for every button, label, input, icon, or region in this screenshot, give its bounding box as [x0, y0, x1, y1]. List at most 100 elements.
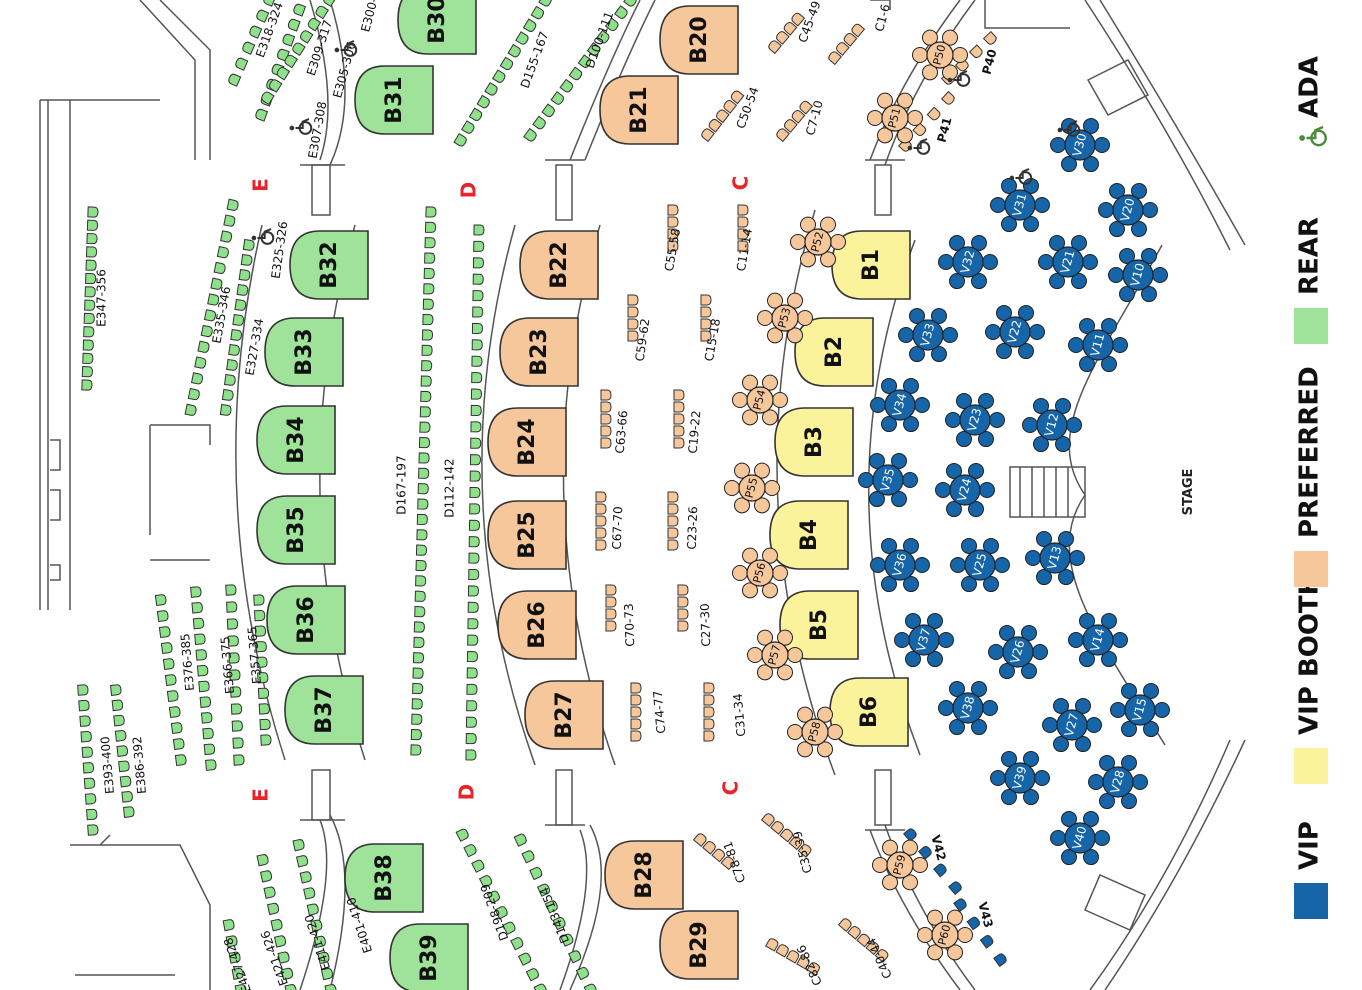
seat[interactable] — [708, 118, 723, 133]
seat[interactable] — [466, 700, 478, 712]
seat[interactable] — [541, 103, 556, 118]
seat[interactable] — [213, 261, 226, 274]
seat[interactable] — [414, 590, 426, 602]
seat[interactable] — [255, 641, 267, 653]
booth-b2[interactable]: B2 — [794, 317, 874, 387]
seat[interactable] — [469, 470, 481, 482]
seat[interactable] — [667, 503, 679, 515]
seat[interactable] — [700, 318, 712, 330]
table-p54[interactable]: P54 — [732, 374, 788, 426]
seat[interactable] — [254, 625, 267, 637]
seat[interactable] — [166, 690, 179, 703]
seat[interactable] — [966, 916, 981, 931]
seat[interactable] — [419, 406, 431, 418]
seat[interactable] — [77, 684, 89, 696]
seat[interactable] — [156, 610, 169, 623]
table-p55[interactable]: P55 — [724, 462, 780, 514]
seat[interactable] — [469, 486, 481, 499]
seat[interactable] — [313, 935, 326, 949]
seat[interactable] — [317, 951, 330, 965]
seat[interactable] — [231, 720, 243, 732]
seat[interactable] — [253, 594, 265, 606]
seat[interactable] — [417, 498, 429, 510]
seat[interactable] — [287, 18, 301, 32]
seat[interactable] — [783, 21, 798, 36]
seat[interactable] — [783, 118, 798, 133]
seat[interactable] — [410, 744, 422, 756]
table-v40[interactable]: V40 — [1050, 810, 1110, 866]
seat[interactable] — [424, 237, 436, 249]
seat[interactable] — [174, 754, 187, 767]
seat[interactable] — [764, 937, 780, 952]
table-v31[interactable]: V31 — [990, 177, 1050, 233]
table-v33[interactable]: V33 — [898, 307, 958, 363]
seat[interactable] — [172, 738, 185, 751]
seat[interactable] — [737, 240, 749, 252]
seat[interactable] — [471, 322, 483, 334]
seat[interactable] — [266, 902, 280, 916]
seat[interactable] — [324, 984, 337, 990]
table-v10[interactable]: V10 — [1108, 247, 1168, 303]
table-v27[interactable]: V27 — [1042, 697, 1102, 753]
seat[interactable] — [83, 777, 96, 790]
seat[interactable] — [111, 699, 124, 712]
seat[interactable] — [262, 0, 277, 7]
table-v14[interactable]: V14 — [1068, 612, 1128, 668]
seat[interactable] — [623, 0, 638, 8]
booth-b27[interactable]: B27 — [524, 680, 604, 750]
seat[interactable] — [414, 606, 426, 618]
seat[interactable] — [84, 793, 97, 805]
table-v23[interactable]: V23 — [945, 392, 1005, 448]
seat[interactable] — [255, 108, 269, 122]
table-v39[interactable]: V39 — [990, 750, 1050, 806]
seat[interactable] — [221, 388, 234, 401]
seat[interactable] — [420, 390, 432, 403]
seat[interactable] — [595, 29, 611, 44]
seat[interactable] — [560, 933, 574, 947]
seat[interactable] — [228, 951, 241, 964]
seat[interactable] — [673, 389, 685, 401]
seat[interactable] — [116, 745, 129, 757]
seat[interactable] — [544, 900, 558, 914]
seat[interactable] — [417, 483, 429, 495]
seat[interactable] — [600, 389, 612, 401]
seat[interactable] — [677, 620, 689, 632]
seat[interactable] — [192, 617, 205, 630]
seat[interactable] — [700, 306, 712, 318]
booth-b1[interactable]: B1 — [831, 230, 911, 300]
table-v11[interactable]: V11 — [1068, 317, 1128, 373]
seat[interactable] — [82, 352, 94, 364]
seat[interactable] — [299, 29, 314, 44]
seat[interactable] — [926, 106, 941, 121]
seat[interactable] — [775, 943, 790, 958]
seat[interactable] — [422, 313, 434, 326]
seat[interactable] — [491, 69, 507, 84]
seat[interactable] — [779, 828, 794, 843]
seat[interactable] — [86, 219, 99, 231]
seat[interactable] — [320, 967, 334, 981]
table-v35[interactable]: V35 — [858, 452, 918, 508]
seat[interactable] — [232, 313, 245, 326]
seat[interactable] — [231, 967, 244, 980]
seat[interactable] — [258, 703, 270, 715]
table-p59[interactable]: P59 — [872, 839, 928, 891]
seat[interactable] — [424, 221, 437, 233]
seat[interactable] — [798, 100, 814, 115]
seat[interactable] — [423, 283, 435, 295]
seat[interactable] — [468, 552, 480, 564]
seat[interactable] — [600, 401, 612, 413]
seat[interactable] — [677, 608, 689, 620]
seat[interactable] — [226, 198, 239, 211]
seat[interactable] — [119, 775, 132, 788]
seat[interactable] — [797, 843, 812, 858]
seat[interactable] — [667, 539, 679, 551]
seat[interactable] — [219, 403, 232, 416]
seat[interactable] — [415, 559, 427, 572]
seat[interactable] — [255, 9, 270, 23]
table-v20[interactable]: V20 — [1098, 182, 1158, 238]
seat[interactable] — [233, 754, 245, 766]
seat[interactable] — [196, 664, 209, 677]
seat[interactable] — [667, 240, 679, 252]
seat[interactable] — [240, 253, 253, 266]
seat[interactable] — [559, 78, 574, 94]
